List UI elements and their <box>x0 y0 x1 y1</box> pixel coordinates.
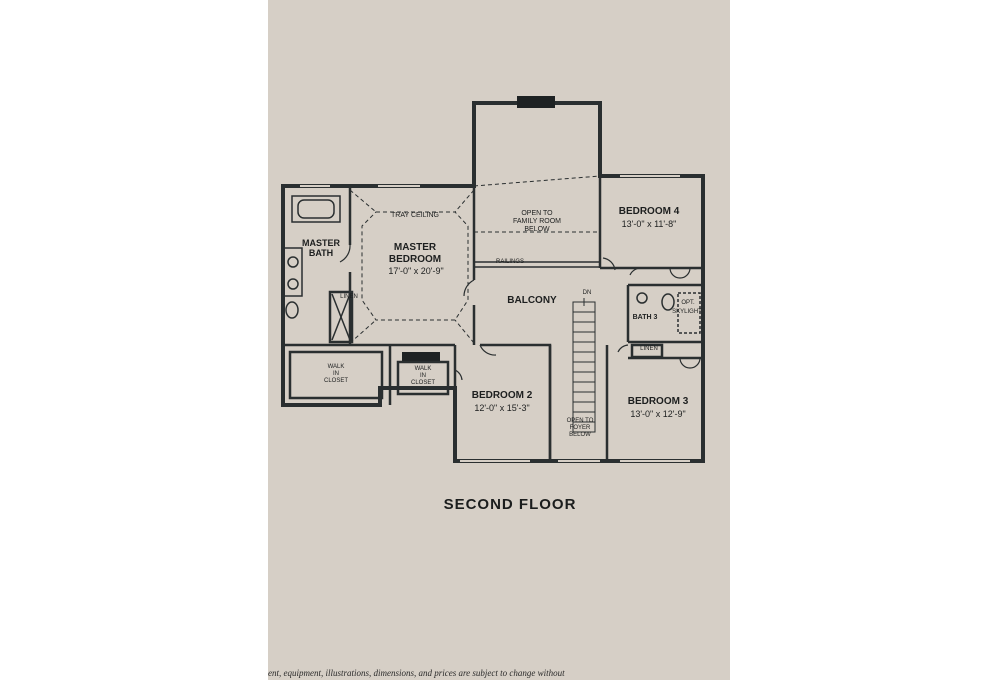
fireplace <box>517 96 555 108</box>
bedroom-4-dim: 13'-0" x 11'-8" <box>621 219 677 229</box>
stair-down-label: DN <box>582 290 592 296</box>
master-bath-label: MASTER BATH <box>302 238 340 259</box>
bath-3-label: BATH 3 <box>632 314 658 321</box>
bedroom-4-label: BEDROOM 4 <box>618 206 680 217</box>
opt-label: OPT. <box>681 300 695 306</box>
open-to-family-room-label: OPEN TO FAMILY ROOM BELOW <box>513 210 561 234</box>
bedroom-3-dim: 13'-0" x 12'-9" <box>630 409 686 419</box>
linen-label-1: LINEN <box>340 294 358 300</box>
tray-ceiling-outline <box>361 211 469 321</box>
closet-fireplace <box>402 352 440 362</box>
footer-disclaimer: ent, equipment, illustrations, dimension… <box>268 668 565 678</box>
master-bedroom-label: MASTER BEDROOM <box>388 242 442 265</box>
open-to-foyer-label: OPEN TO FOYER BELOW <box>566 418 594 438</box>
bedroom-3-label: BEDROOM 3 <box>627 396 689 407</box>
vanity <box>283 247 303 297</box>
walk-in-closet-label-2: WALK IN CLOSET <box>410 366 435 386</box>
master-bedroom-dim: 17'-0" x 20'-9" <box>388 266 444 276</box>
bedroom-2-dim: 12'-0" x 15'-3" <box>474 403 530 413</box>
railings-label: RAILINGS <box>495 259 524 265</box>
walk-in-closet-label-1: WALK IN CLOSET <box>323 364 348 384</box>
bathtub <box>291 195 341 223</box>
stair-treads <box>572 298 596 433</box>
linen-label-2: LINEN <box>640 346 658 352</box>
floor-title: SECOND FLOOR <box>443 496 577 513</box>
brochure-page <box>268 0 730 680</box>
tray-ceiling-label: TRAY CEILING <box>391 212 439 219</box>
toilet <box>285 301 299 319</box>
skylight-label: SKYLIGHT <box>672 309 702 315</box>
bedroom-2-label: BEDROOM 2 <box>471 390 533 401</box>
balcony-label: BALCONY <box>507 295 557 306</box>
